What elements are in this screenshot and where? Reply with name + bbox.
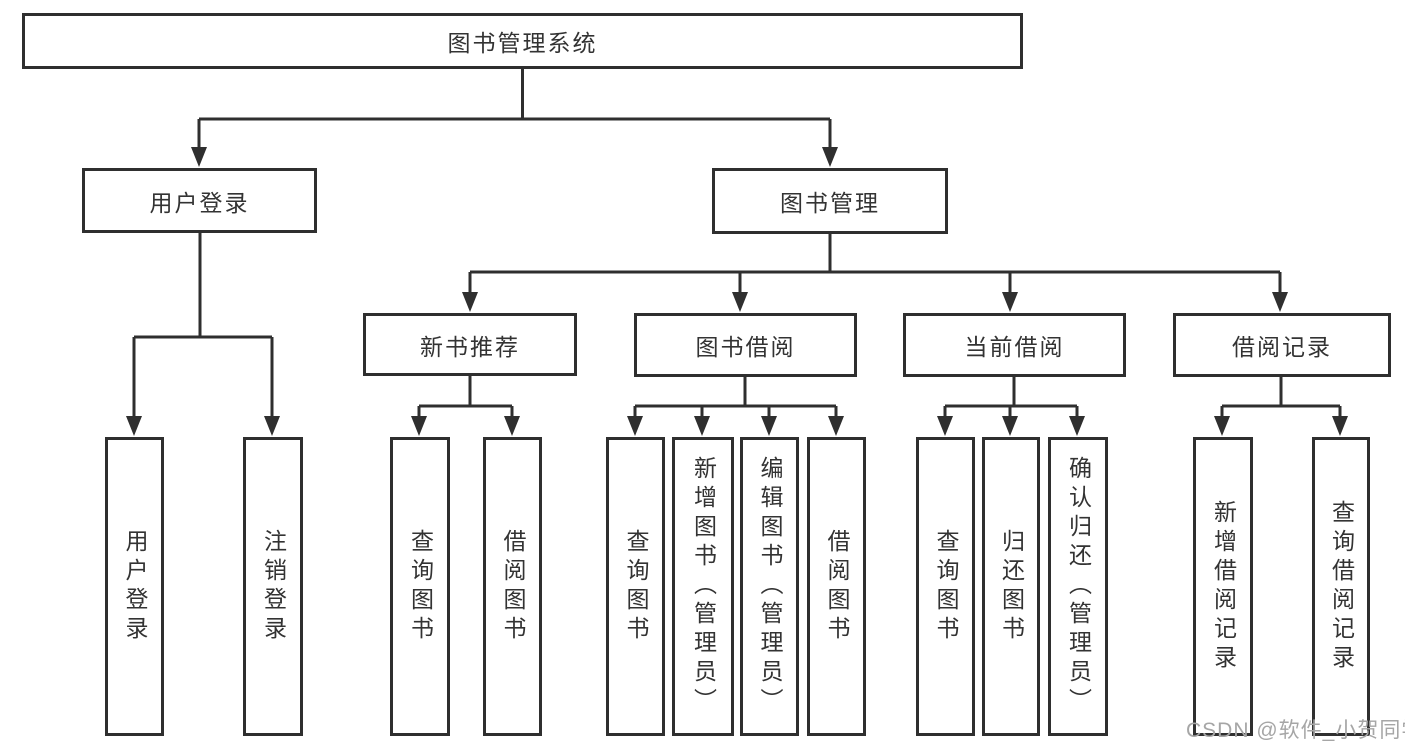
node-new-book-recommend-label: 新书推荐 <box>420 333 520 360</box>
leaf-current-confirm-return-admin-label: 确认归还（管理员） <box>1065 456 1092 717</box>
watermark: CSDN @软件_小贺同学 <box>1186 719 1405 742</box>
leaf-records-add-record-label: 新增借阅记录 <box>1210 499 1237 674</box>
leaf-borrow-edit-book-admin-label: 编辑图书（管理员） <box>757 456 783 717</box>
node-book-management: 图书管理 <box>712 168 948 234</box>
leaf-borrow-borrow-book-label: 借阅图书 <box>824 528 850 645</box>
node-user-login: 用户登录 <box>82 168 317 233</box>
leaf-borrow-borrow-book: 借阅图书 <box>807 437 866 736</box>
leaf-records-query-record-label: 查询借阅记录 <box>1328 499 1355 674</box>
arrowheads <box>126 147 1348 436</box>
arrowhead-icon <box>1332 416 1348 436</box>
leaf-current-query-book: 查询图书 <box>916 437 975 736</box>
leaf-records-query-record: 查询借阅记录 <box>1312 437 1370 736</box>
node-current-borrow-label: 当前借阅 <box>964 334 1065 360</box>
leaf-borrow-query-book-label: 查询图书 <box>623 528 649 645</box>
node-book-borrow: 图书借阅 <box>634 313 857 377</box>
arrowhead-icon <box>126 416 142 436</box>
leaf-newbooks-query-book-label: 查询图书 <box>407 528 434 645</box>
arrowhead-icon <box>1214 416 1230 436</box>
leaf-user-login: 用户登录 <box>105 437 164 736</box>
arrowhead-icon <box>504 416 520 436</box>
leaf-borrow-query-book: 查询图书 <box>606 437 665 736</box>
leaf-newbooks-query-book: 查询图书 <box>390 437 450 736</box>
leaf-borrow-add-book-admin: 新增图书（管理员） <box>672 437 734 736</box>
arrowhead-icon <box>1002 292 1018 312</box>
leaf-borrow-add-book-admin-label: 新增图书（管理员） <box>690 456 717 717</box>
edge-borrowrecords-to-leaves <box>1220 377 1342 419</box>
arrowhead-icon <box>1272 292 1288 312</box>
arrowhead-icon <box>732 292 748 312</box>
leaf-current-return-book: 归还图书 <box>982 437 1040 736</box>
arrowhead-icon <box>411 416 427 436</box>
leaf-newbooks-borrow-book: 借阅图书 <box>483 437 542 736</box>
arrowhead-icon <box>822 147 838 167</box>
arrowhead-icon <box>761 416 777 436</box>
edge-userlogin-to-leaves <box>132 232 274 419</box>
leaf-current-return-book-label: 归还图书 <box>998 528 1025 645</box>
leaf-current-query-book-label: 查询图书 <box>933 528 959 645</box>
edge-currentborrow-to-leaves <box>943 377 1079 419</box>
node-book-management-label: 图书管理 <box>780 190 880 216</box>
node-user-login-label: 用户登录 <box>149 189 250 216</box>
node-root-label: 图书管理系统 <box>447 30 598 56</box>
node-root: 图书管理系统 <box>22 13 1023 69</box>
arrowhead-icon <box>937 416 953 436</box>
leaf-borrow-edit-book-admin: 编辑图书（管理员） <box>740 437 799 736</box>
leaf-user-login-label: 用户登录 <box>122 528 148 645</box>
node-current-borrow: 当前借阅 <box>903 313 1126 377</box>
edge-bookborrow-to-leaves <box>633 377 838 419</box>
arrowhead-icon <box>462 292 478 312</box>
node-book-borrow-label: 图书借阅 <box>695 334 796 360</box>
node-borrow-records: 借阅记录 <box>1173 313 1391 377</box>
arrowhead-icon <box>1069 416 1085 436</box>
arrowhead-icon <box>264 416 280 436</box>
arrowhead-icon <box>1002 416 1018 436</box>
arrowhead-icon <box>627 416 643 436</box>
leaf-current-confirm-return-admin: 确认归还（管理员） <box>1048 437 1108 736</box>
leaf-newbooks-borrow-book-label: 借阅图书 <box>500 528 526 645</box>
edge-bookmgmt-to-level3 <box>468 234 1282 295</box>
leaf-records-add-record: 新增借阅记录 <box>1193 437 1253 736</box>
node-borrow-records-label: 借阅记录 <box>1232 334 1332 360</box>
arrowhead-icon <box>191 147 207 167</box>
edge-newbooks-to-leaves <box>417 376 514 419</box>
node-new-book-recommend: 新书推荐 <box>363 313 577 376</box>
edge-root-to-level2 <box>197 68 832 150</box>
arrowhead-icon <box>694 416 710 436</box>
leaf-logout: 注销登录 <box>243 437 303 736</box>
leaf-logout-label: 注销登录 <box>260 528 287 645</box>
arrowhead-icon <box>828 416 844 436</box>
